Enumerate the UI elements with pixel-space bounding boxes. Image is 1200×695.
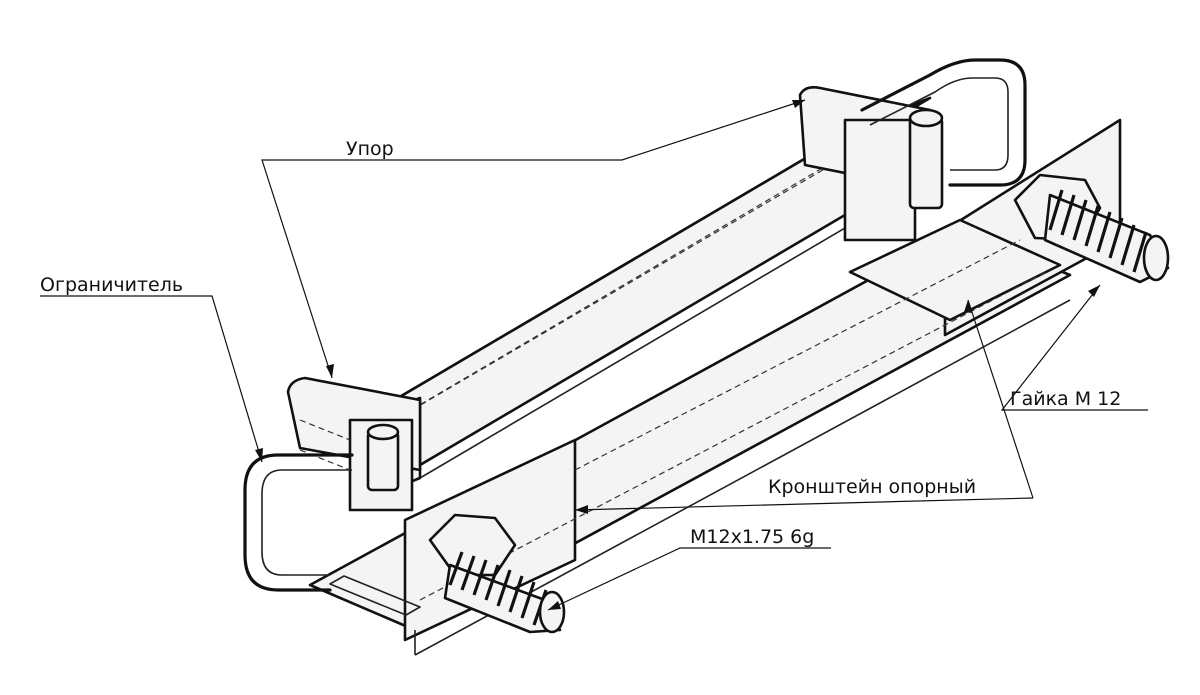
rear-stop-block (798, 86, 932, 242)
rear-bolt-thread (1043, 189, 1170, 284)
leader-nut (1000, 284, 1148, 411)
leader-bracket (574, 299, 1034, 514)
leader-stop (261, 99, 806, 379)
rear-pin (908, 108, 944, 210)
front-stop-block (286, 376, 422, 512)
label-limiter: Ограничитель (40, 274, 183, 296)
label-thread: M12x1.75 6g (690, 526, 814, 548)
leader-limiter (40, 295, 263, 463)
label-nut: Гайка М 12 (1010, 388, 1121, 410)
leader-thread (547, 547, 831, 611)
rear-limiter-loop (860, 58, 1027, 187)
label-stop: Упор (346, 138, 394, 160)
front-bolt-thread (443, 551, 566, 634)
front-pin (366, 423, 400, 492)
front-limiter-loop (243, 453, 354, 592)
label-bracket: Кронштейн опорный (768, 476, 976, 498)
